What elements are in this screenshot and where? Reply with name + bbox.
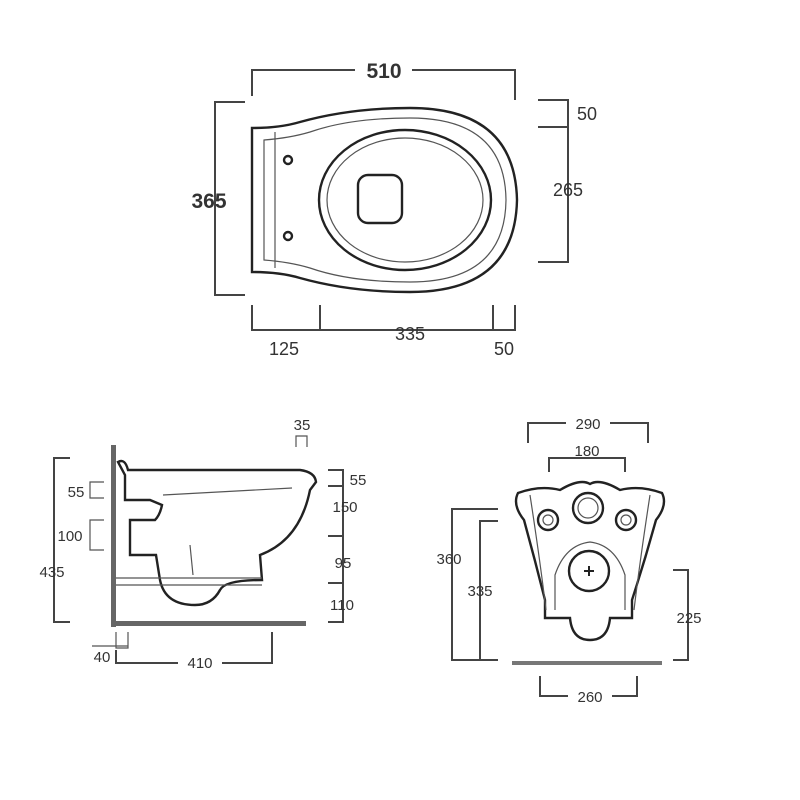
- dim-right-depth: 265: [553, 180, 583, 200]
- base-line: [116, 577, 262, 586]
- dim-line-55-left: [89, 481, 104, 499]
- outlet-square: [356, 173, 404, 225]
- trap-line: [189, 544, 194, 576]
- dim-line-right-chain: [328, 469, 344, 623]
- dim-bottom-mid: 335: [395, 324, 425, 344]
- dim-right-offset: 50: [577, 104, 597, 124]
- dim-left-upper: 55: [68, 484, 85, 501]
- dim-line-100-left: [89, 519, 104, 551]
- dim-base-width: 260: [577, 689, 602, 706]
- dim-line-35: [295, 435, 308, 447]
- dim-left-lower: 100: [57, 528, 82, 545]
- dim-width-total: 510: [366, 60, 401, 83]
- dim-line-290: [527, 422, 649, 443]
- fixing-hole-right: [614, 508, 638, 532]
- front-view: 290 180 360 335 225 260: [436, 416, 701, 706]
- wc-profile-side: [116, 459, 318, 607]
- dim-wall-offset: 40: [94, 649, 111, 666]
- front-inner-lines: [529, 494, 651, 611]
- dim-line-180: [548, 457, 626, 472]
- floor-line-front: [512, 661, 662, 665]
- water-line: [162, 487, 293, 496]
- dim-height-1: 360: [436, 551, 461, 568]
- bowl-inner: [326, 137, 484, 263]
- dim-line-360: [451, 508, 498, 661]
- dim-line-335: [479, 520, 498, 660]
- dim-line-365: [214, 101, 245, 296]
- inlet-center-inner: [577, 497, 599, 519]
- fixing-hole-bottom: [282, 230, 294, 242]
- dim-width-outer: 290: [575, 416, 600, 433]
- bowl-opening: [317, 128, 493, 272]
- floor-line: [111, 621, 306, 626]
- wall: [111, 445, 116, 627]
- dim-right-1: 55: [350, 472, 367, 489]
- dim-right-2: 150: [332, 499, 357, 516]
- dim-right-3: 95: [335, 555, 352, 572]
- dim-width-inlets: 180: [574, 443, 599, 460]
- dim-outlet-height: 225: [676, 610, 701, 627]
- fixing-hole-right-inner: [620, 514, 632, 526]
- dim-line-410: [115, 632, 273, 664]
- inlet-center: [571, 491, 605, 525]
- fixing-hole-top: [282, 154, 294, 166]
- dim-bottom-right: 50: [494, 339, 514, 359]
- outlet-center-cross-icon: [584, 566, 594, 576]
- dim-bottom-left: 125: [269, 339, 299, 359]
- dim-depth-total: 365: [191, 190, 226, 213]
- wc-seat-rim: [263, 117, 507, 283]
- dim-top-gap: 35: [294, 417, 311, 434]
- dim-line-right: [538, 99, 569, 263]
- fixing-hole-left: [536, 508, 560, 532]
- top-view: 510 365 50 265 125 335 50: [191, 60, 597, 359]
- side-view: 35 435 55 100 55 150 95 110 40 410: [39, 417, 366, 672]
- dim-line-40: [92, 632, 129, 649]
- dim-right-4: 110: [330, 597, 354, 614]
- dim-line-260: [539, 676, 638, 697]
- dim-line-510: [251, 69, 516, 100]
- dim-line-225: [673, 569, 689, 661]
- dim-height-2: 335: [467, 583, 492, 600]
- fixing-hole-left-inner: [542, 514, 554, 526]
- dim-height-total: 435: [39, 564, 64, 581]
- dim-projection: 410: [187, 655, 212, 672]
- dim-line-bottom: [251, 305, 516, 331]
- dim-line-435: [53, 457, 70, 623]
